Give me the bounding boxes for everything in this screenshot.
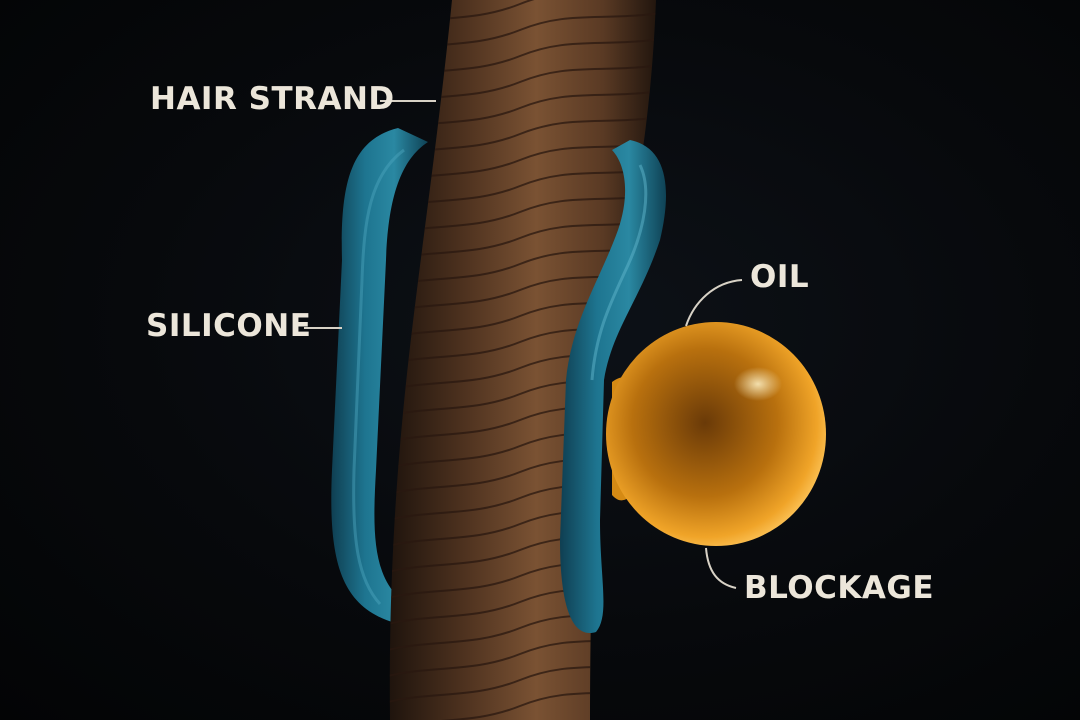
oil-droplet xyxy=(606,322,826,546)
silicone-label: SILICONE xyxy=(146,308,312,344)
oil-label: OIL xyxy=(750,259,810,295)
silicone-back-band xyxy=(331,128,428,622)
blockage-label: BLOCKAGE xyxy=(744,570,935,606)
oil-leader-line xyxy=(685,279,743,327)
hair-strand xyxy=(389,0,656,720)
blockage-leader-line xyxy=(705,547,737,589)
silicone-front-highlight xyxy=(590,164,648,381)
silicone-back-highlight xyxy=(352,148,405,606)
hair-cuticle-line xyxy=(389,219,656,263)
hair-strand-label: HAIR STRAND xyxy=(150,81,395,117)
silicone-front-band xyxy=(560,140,667,634)
